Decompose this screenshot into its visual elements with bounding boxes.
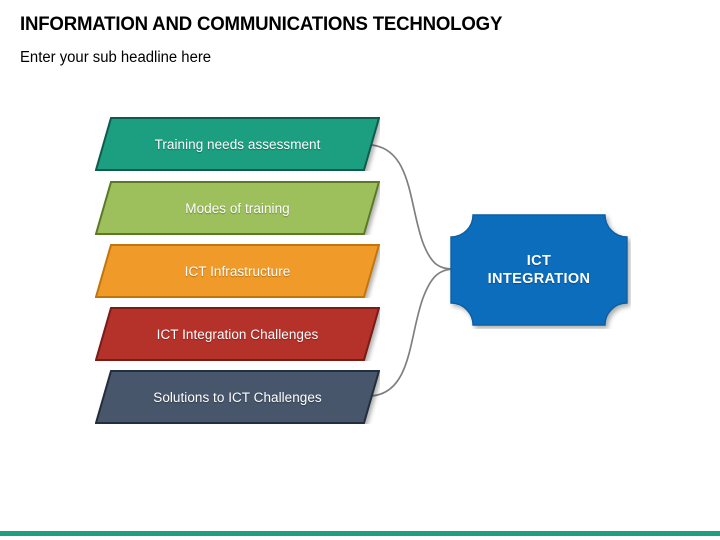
connector-bottom <box>371 268 452 397</box>
hub-label-line1: ICT <box>526 252 552 269</box>
step-shape <box>95 370 380 424</box>
hub-shape <box>450 214 628 326</box>
hub-label: ICT INTEGRATION <box>447 211 631 329</box>
step-label: Solutions to ICT Challenges <box>153 389 322 405</box>
step-label: ICT Infrastructure <box>184 263 291 279</box>
step-item[interactable]: Solutions to ICT Challenges <box>95 370 380 424</box>
step-shape <box>95 244 380 298</box>
hub-node[interactable]: ICT INTEGRATION <box>447 211 631 329</box>
connector-top <box>371 144 452 270</box>
hub-label-line2: INTEGRATION <box>487 271 591 287</box>
step-item[interactable]: Modes of training <box>95 181 380 235</box>
step-shape <box>95 117 380 171</box>
footer-accent-bar <box>0 531 720 536</box>
step-shape <box>95 181 380 235</box>
step-label: Modes of training <box>185 200 290 216</box>
step-shape <box>95 307 380 361</box>
step-label: Training needs assessment <box>154 136 321 152</box>
step-item[interactable]: ICT Integration Challenges <box>95 307 380 361</box>
step-label: ICT Integration Challenges <box>156 326 319 342</box>
step-item[interactable]: ICT Infrastructure <box>95 244 380 298</box>
page-title: INFORMATION AND COMMUNICATIONS TECHNOLOG… <box>20 13 503 35</box>
step-item[interactable]: Training needs assessment <box>95 117 380 171</box>
page-subtitle: Enter your sub headline here <box>20 49 212 66</box>
